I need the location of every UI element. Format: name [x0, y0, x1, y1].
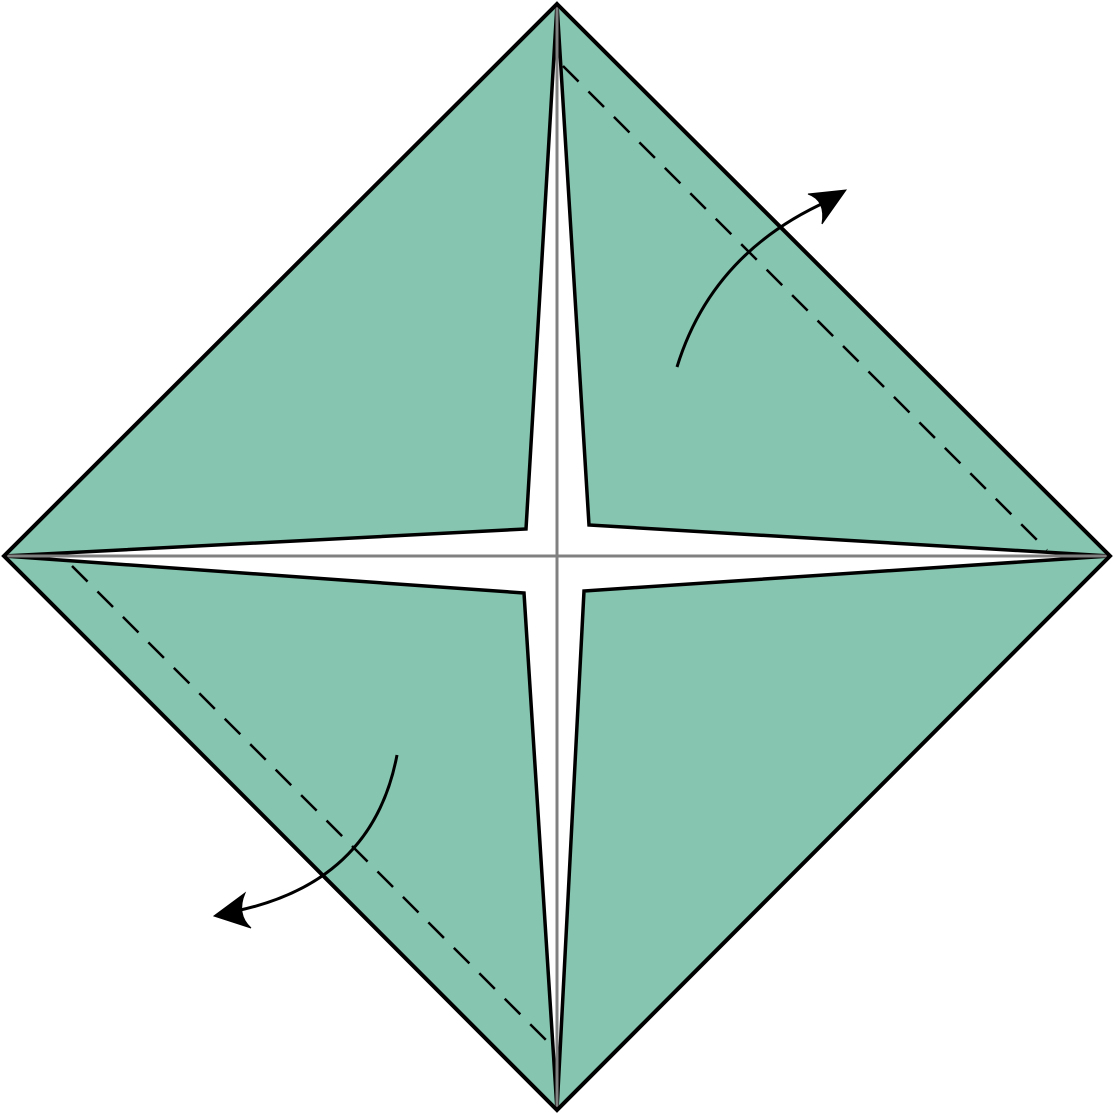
arrowhead-icon — [212, 891, 252, 929]
valley-fold-line-lower-left — [71, 565, 552, 1046]
curved-arrow-icon — [675, 199, 829, 368]
valley-fold-line-upper-right — [562, 65, 1048, 551]
fold-arrow-lower-left — [212, 754, 399, 929]
fold-arrow-upper-right — [675, 189, 848, 368]
curved-arrow-icon — [235, 754, 399, 913]
arrowhead-icon — [807, 189, 848, 225]
